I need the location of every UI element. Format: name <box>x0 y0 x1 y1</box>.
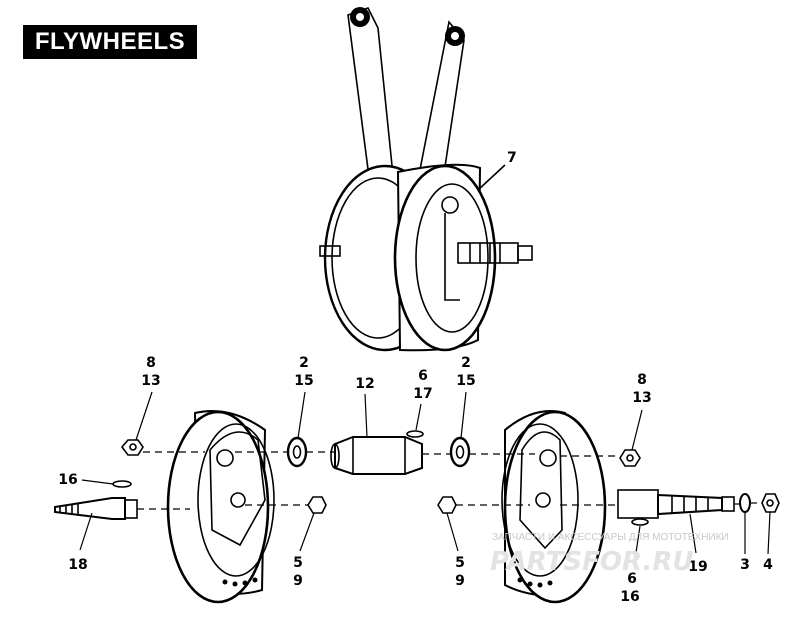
left-flywheel-illustration <box>166 410 275 604</box>
callout-9: 9 <box>455 573 465 589</box>
callout-2: 2 <box>299 355 309 371</box>
callout-6: 6 <box>418 368 428 384</box>
watermark-logo: PARTSFOR.RU <box>490 547 693 577</box>
callout-8: 8 <box>146 355 156 371</box>
callout-8: 8 <box>637 372 647 388</box>
callout-13: 13 <box>632 390 651 406</box>
watermark-tagline: ЗАПЧАСТИ И АКСЕССУАРЫ ДЛЯ МОТОТЕХНИКИ <box>492 532 729 543</box>
assembled-flywheel-illustration <box>319 7 533 352</box>
callout-7: 7 <box>507 150 517 166</box>
right-flywheel-illustration <box>501 410 607 604</box>
callout-9: 9 <box>293 573 303 589</box>
callout-15: 15 <box>294 373 313 389</box>
callout-12: 12 <box>355 376 374 392</box>
callout-15: 15 <box>456 373 475 389</box>
callout-6: 6 <box>627 571 637 587</box>
watermark: ЗАПЧАСТИ И АКСЕССУАРЫ ДЛЯ МОТОТЕХНИКИ PA… <box>490 532 729 577</box>
callout-17: 17 <box>413 386 432 402</box>
leader-lines <box>79 391 771 567</box>
small-parts <box>54 430 780 526</box>
page-title: FLYWHEELS <box>23 25 197 59</box>
callout-18: 18 <box>68 557 87 573</box>
callout-16: 16 <box>58 472 77 488</box>
callout-4: 4 <box>763 557 773 573</box>
callout-3: 3 <box>740 557 750 573</box>
callout-16: 16 <box>620 589 639 605</box>
callout-5: 5 <box>455 555 465 571</box>
callout-labels: 7 8 13 2 15 12 6 17 2 15 8 13 16 18 5 9 … <box>58 150 773 605</box>
callout-5: 5 <box>293 555 303 571</box>
callout-19: 19 <box>688 559 707 575</box>
callout-13: 13 <box>141 373 160 389</box>
callout-2: 2 <box>461 355 471 371</box>
assembly-centerlines <box>137 451 762 510</box>
